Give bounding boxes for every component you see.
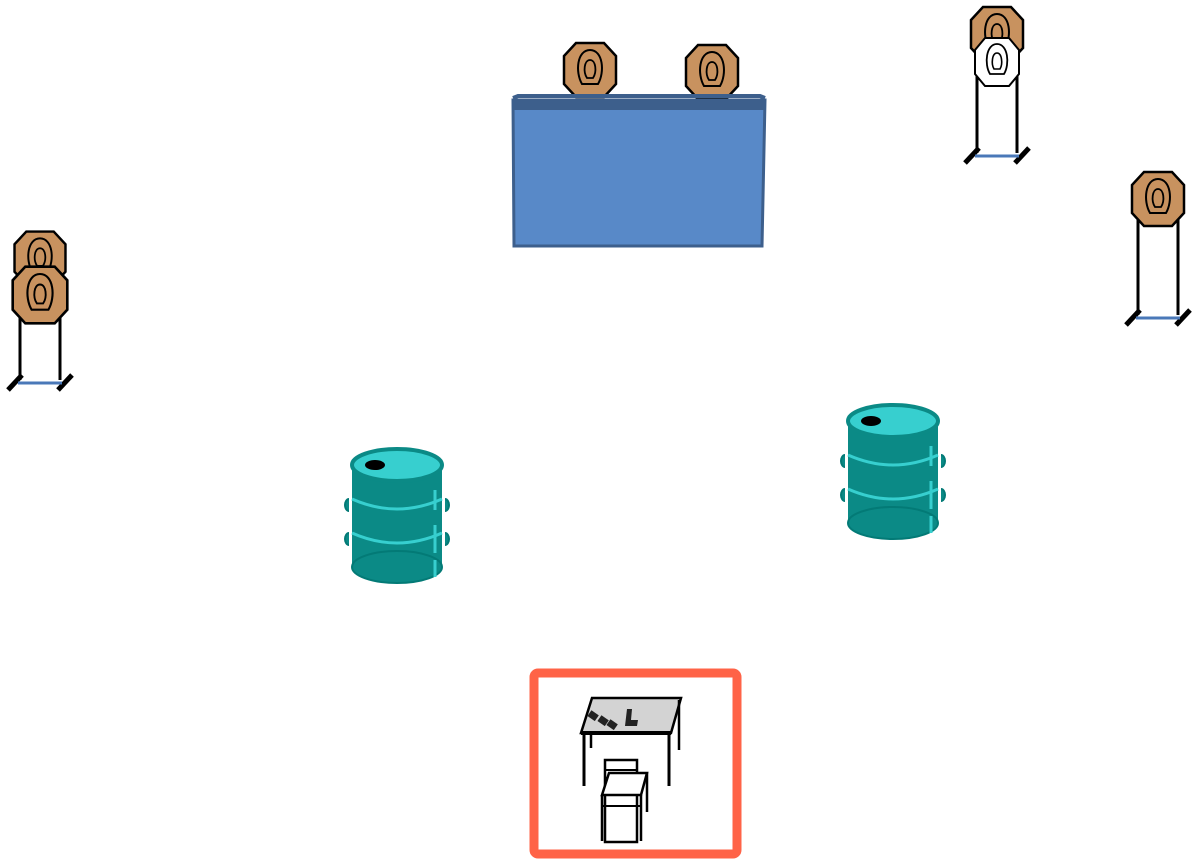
steel-target-icon [684,43,740,101]
no-shoot-target-icon [974,37,1020,87]
barrel-icon [839,403,947,541]
right-target-stand [1126,170,1190,325]
steel-target-icon [11,265,69,325]
barricade-wall [511,41,767,248]
wall-icon [511,94,767,248]
start-box [529,668,742,859]
table-chair-icon [579,696,683,844]
top-right-target-stand [965,5,1029,163]
steel-target-icon [1130,170,1186,228]
barrel-icon [343,447,451,585]
steel-target-icon [562,41,618,99]
left-target-stand [8,230,72,390]
start-position [529,668,742,859]
